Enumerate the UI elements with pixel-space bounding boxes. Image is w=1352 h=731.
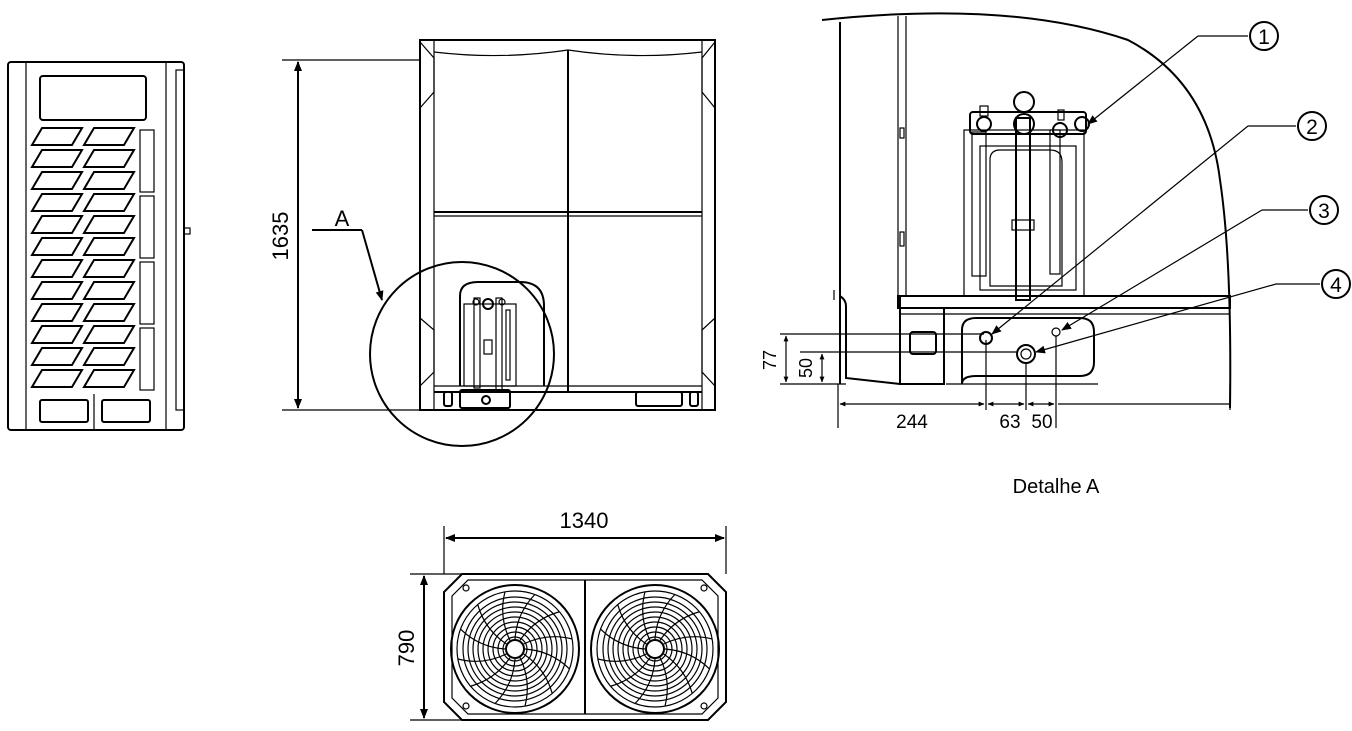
- depth-dim-label: 790: [394, 630, 419, 667]
- width-dim-label: 1340: [560, 508, 609, 533]
- grille-slat: [30, 303, 84, 322]
- grille-slat: [82, 369, 136, 388]
- dim-50-horizontal: 50: [1031, 412, 1052, 433]
- fan-ring: [622, 616, 688, 682]
- fan-ring: [497, 631, 533, 667]
- grille-slat: [30, 149, 84, 168]
- detail-callouts: 1 2 3 4: [991, 21, 1351, 354]
- grille-slat: [30, 369, 84, 388]
- side-view: [7, 61, 191, 431]
- fan-blade: [659, 657, 668, 707]
- fan-blade: [654, 594, 676, 640]
- fan-ring: [612, 606, 698, 692]
- fan-ring: [472, 606, 558, 692]
- fan-blade: [610, 657, 651, 687]
- callout-4: 4: [1330, 274, 1342, 297]
- grille-slat: [82, 259, 136, 278]
- fan-right: [590, 584, 720, 714]
- fan-blade: [519, 611, 560, 641]
- grille-slat: [30, 347, 84, 366]
- grille-slat: [82, 171, 136, 190]
- fan-ring: [637, 631, 673, 667]
- grille-slat: [30, 171, 84, 190]
- grille-slat: [82, 347, 136, 366]
- fan-ring: [467, 601, 563, 697]
- fan-ring: [602, 596, 708, 702]
- fan-blade: [477, 604, 507, 645]
- fan-blade: [523, 653, 553, 694]
- fan-ring: [627, 621, 683, 677]
- fan-ring: [607, 601, 703, 697]
- fan-blade: [659, 611, 700, 641]
- grille-slat: [30, 215, 84, 234]
- fan-ring: [477, 611, 553, 687]
- dim-244: 244: [896, 412, 928, 433]
- top-view: [443, 573, 727, 721]
- fan-blade: [634, 658, 656, 704]
- side-grille: [30, 127, 136, 388]
- detail-marker-label: A: [335, 206, 350, 231]
- grille-slat: [82, 237, 136, 256]
- fan-blade: [663, 636, 713, 645]
- grille-slat: [82, 127, 136, 146]
- fan-blade: [519, 657, 528, 707]
- detail-caption: Detalhe A: [1013, 476, 1100, 498]
- fan-blade: [502, 591, 511, 641]
- fan-blade: [524, 648, 570, 670]
- grille-slat: [30, 325, 84, 344]
- grille-slat: [30, 127, 84, 146]
- grille-slat: [82, 303, 136, 322]
- fan-blade: [460, 628, 506, 650]
- grille-slat: [82, 215, 136, 234]
- grille-slat: [30, 193, 84, 212]
- fan-ring: [632, 626, 678, 672]
- fan-blade: [457, 653, 507, 662]
- grille-slat: [82, 193, 136, 212]
- fan-blade: [470, 657, 511, 687]
- fan-left: [450, 584, 580, 714]
- grille-slat: [30, 259, 84, 278]
- grille-slat: [82, 325, 136, 344]
- fan-blade: [514, 594, 536, 640]
- detail-marker: A: [312, 206, 555, 447]
- fan-ring: [487, 621, 543, 677]
- fan-ring: [492, 626, 538, 672]
- fan-blade: [642, 591, 651, 641]
- depth-dimension: 790: [394, 573, 462, 721]
- fan-blade: [617, 604, 647, 645]
- detail-view: [821, 12, 1232, 409]
- fan-ring: [462, 596, 568, 702]
- fan-blade: [523, 636, 573, 645]
- fan-blade: [664, 648, 710, 670]
- detail-horizontal-dims: 244 63 50: [837, 336, 1231, 433]
- fan-blade: [597, 653, 647, 662]
- grille-slat: [30, 237, 84, 256]
- height-dimension: 1635: [268, 59, 420, 411]
- fan-blade: [663, 653, 693, 694]
- fan-ring: [617, 611, 693, 687]
- fan-blade: [494, 658, 516, 704]
- grille-slat: [82, 281, 136, 300]
- front-view: [419, 39, 716, 411]
- callout-2: 2: [1306, 116, 1318, 139]
- height-dim-label: 1635: [268, 212, 293, 261]
- callout-1: 1: [1258, 26, 1270, 49]
- fan-ring: [482, 616, 548, 682]
- width-dimension: 1340: [443, 508, 727, 574]
- dim-77: 77: [760, 350, 780, 370]
- detail-vertical-dims: 77 50: [760, 333, 1018, 385]
- grille-slat: [82, 149, 136, 168]
- dim-50-vertical: 50: [796, 358, 816, 378]
- grille-slat: [30, 281, 84, 300]
- dim-63: 63: [999, 412, 1020, 433]
- callout-3: 3: [1318, 200, 1330, 223]
- fan-blade: [600, 628, 646, 650]
